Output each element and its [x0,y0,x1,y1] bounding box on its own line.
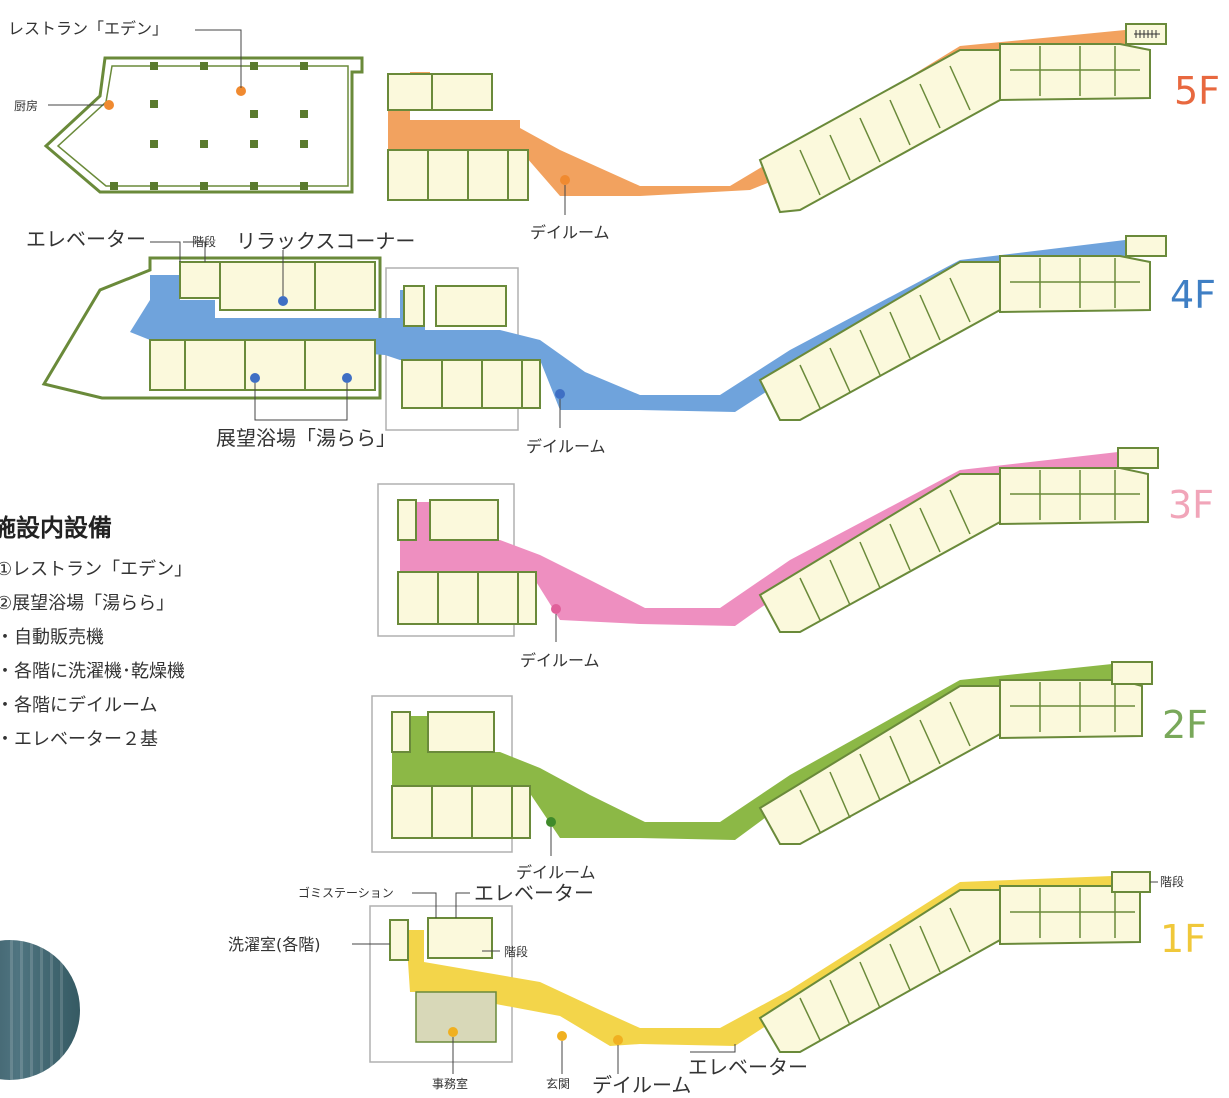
label-stairs-1f-right: 階段 [1160,874,1184,889]
label-elevator-1f-top: エレベーター [474,881,594,905]
location-dot-icon [250,373,260,383]
location-dot-icon [557,1031,567,1041]
floor-4f-plan: エレベーター 階段 リラックスコーナー 展望浴場「湯らら」 デイルーム 4F [26,227,1216,456]
floor-label-2f: 2F [1162,703,1208,747]
location-dot-icon [104,100,114,110]
label-dayroom-1f: デイルーム [592,1073,691,1097]
location-dot-icon [555,389,565,399]
label-garbage-station: ゴミステーション [298,885,394,900]
facility-legend: 施設内設備 ①レストラン「エデン」 ②展望浴場「湯らら」 ・自動販売機 ・各階に… [0,508,260,757]
location-dot-icon [278,296,288,306]
floor-3f-plan: デイルーム 3F [377,447,1214,670]
floor-label-1f: 1F [1160,917,1206,961]
location-dot-icon [342,373,352,383]
label-stairs-1f-mid: 階段 [504,944,528,959]
legend-title: 施設内設備 [0,514,112,542]
stairs-icon [1134,30,1160,38]
legend-item: ・エレベーター２基 [0,729,158,750]
location-dot-icon [236,86,246,96]
floor-label-4f: 4F [1170,273,1216,317]
label-laundry: 洗濯室(各階) [228,935,321,954]
floor-2f-plan: デイルーム 2F [371,661,1208,882]
floor-label-5f: 5F [1174,69,1220,113]
floor-5f-plan: レストラン「エデン」 厨房 デイルーム 5F [8,19,1220,242]
label-kitchen: 厨房 [14,98,38,113]
label-stairs-4f: 階段 [192,234,216,249]
label-office: 事務室 [432,1076,468,1091]
label-dayroom-5f: デイルーム [530,223,610,242]
label-dayroom-4f: デイルーム [526,437,606,456]
legend-item: ②展望浴場「湯らら」 [0,593,175,614]
label-elevator-1f-bottom: エレベーター [688,1055,808,1079]
label-restaurant: レストラン「エデン」 [8,19,168,38]
location-dot-icon [560,175,570,185]
legend-item: ・各階に洗濯機･乾燥機 [0,661,185,682]
location-dot-icon [613,1035,623,1045]
label-entrance: 玄関 [546,1076,570,1091]
label-dayroom-2f: デイルーム [516,863,596,882]
legend-item: ・各階にデイルーム [0,695,158,716]
floor-1f-plan: ゴミステーション エレベーター 洗濯室(各階) 階段 階段 事務室 玄関 デイル… [228,871,1206,1097]
floor-label-3f: 3F [1168,483,1214,527]
location-dot-icon [551,604,561,614]
location-dot-icon [546,817,556,827]
label-dayroom-3f: デイルーム [520,651,600,670]
label-relax-corner: リラックスコーナー [236,229,415,253]
label-elevator-4f: エレベーター [26,227,146,251]
location-dot-icon [448,1027,458,1037]
label-bath: 展望浴場「湯らら」 [216,426,396,450]
legend-item: ・自動販売機 [0,627,104,648]
legend-item: ①レストラン「エデン」 [0,559,193,580]
